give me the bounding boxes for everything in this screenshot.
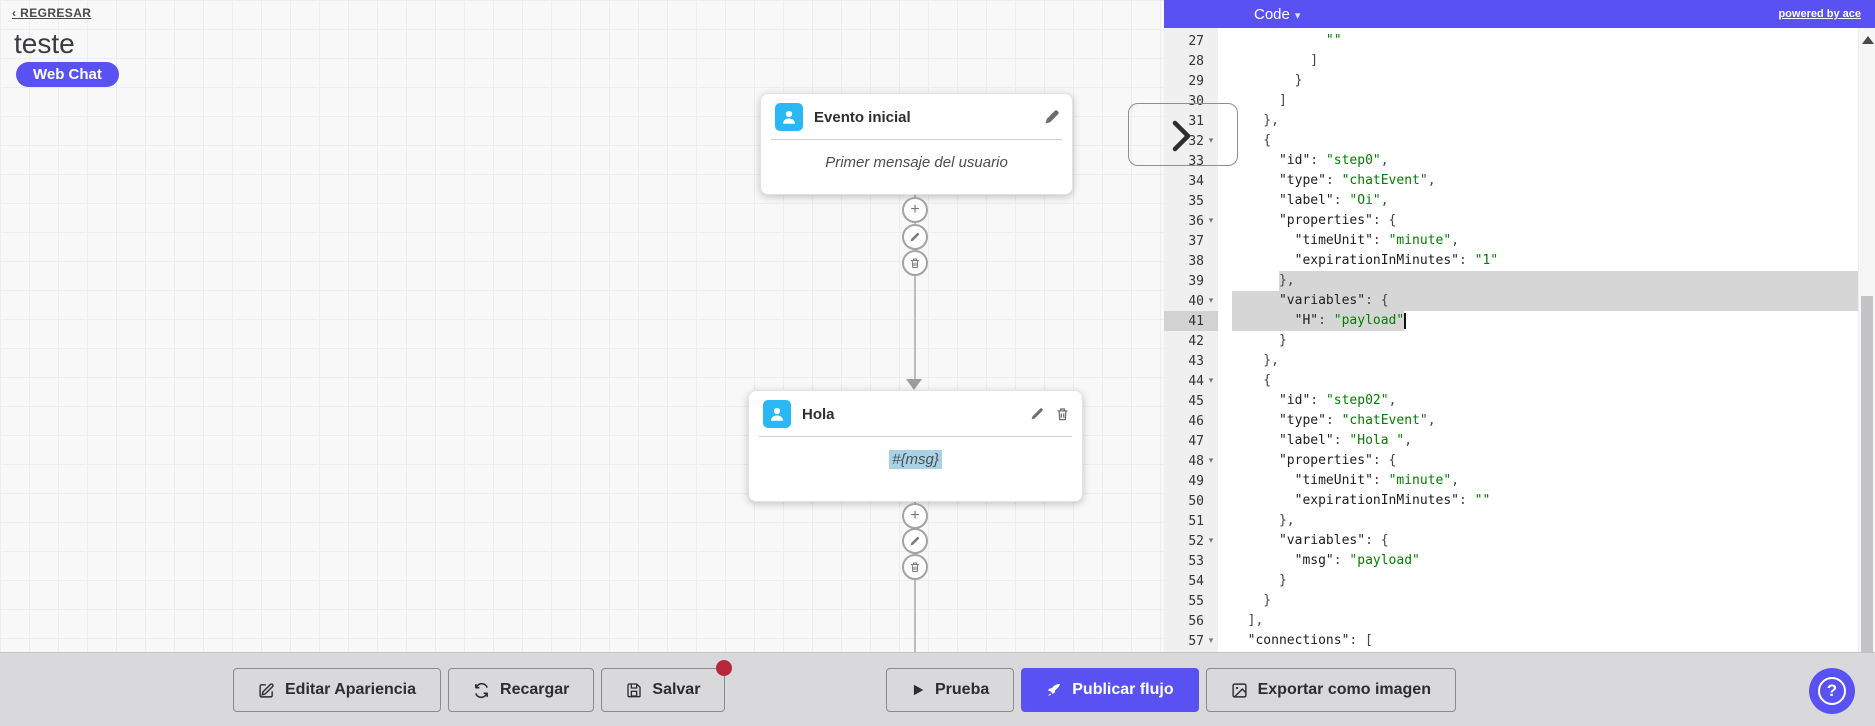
- edit-node-icon[interactable]: [1029, 406, 1045, 422]
- chevron-right-icon: [1172, 120, 1191, 152]
- node-title: Evento inicial: [814, 108, 911, 126]
- user-avatar-icon: [775, 103, 803, 131]
- edit-appearance-button[interactable]: Editar Apariencia: [233, 668, 442, 712]
- editor-scrollbar[interactable]: [1858, 28, 1875, 652]
- help-button[interactable]: ?: [1809, 668, 1855, 714]
- edit-step-button[interactable]: [902, 528, 928, 554]
- export-image-button[interactable]: Exportar como imagen: [1205, 668, 1456, 712]
- edit-step-button[interactable]: [902, 224, 928, 250]
- save-button[interactable]: Salvar: [601, 660, 733, 712]
- refresh-icon: [475, 682, 488, 698]
- image-icon: [1232, 682, 1247, 698]
- node-body-text: #{msg}: [749, 437, 1082, 484]
- test-button[interactable]: Prueba: [886, 668, 1015, 712]
- collapse-panel-toggle[interactable]: [1128, 103, 1238, 166]
- divider: [759, 436, 1072, 437]
- publish-flow-button[interactable]: Publicar flujo: [1021, 668, 1199, 712]
- code-mode-dropdown[interactable]: Code▾: [1254, 5, 1301, 23]
- variable-chip: #{msg}: [889, 450, 942, 469]
- delete-step-button[interactable]: [902, 250, 928, 276]
- powered-by-ace-link[interactable]: powered by ace: [1778, 8, 1861, 20]
- unsaved-changes-badge: [716, 660, 733, 676]
- connector-line: [914, 195, 916, 380]
- code-panel-header: Code▾ powered by ace: [1164, 0, 1875, 28]
- edit-square-icon: [259, 682, 274, 698]
- connector-arrow-icon: [906, 379, 922, 390]
- delete-node-icon[interactable]: [1055, 406, 1070, 422]
- node-evento-inicial[interactable]: Evento inicial Primer mensaje del usuari…: [760, 93, 1073, 195]
- question-mark-icon: ?: [1818, 677, 1846, 705]
- edit-node-icon[interactable]: [1044, 109, 1060, 125]
- flow-canvas[interactable]: ‹ REGRESAR teste Web Chat Evento inicial: [0, 0, 1164, 726]
- node-hola[interactable]: Hola #{msg}: [748, 390, 1083, 502]
- reload-button[interactable]: Salvar Recargar: [448, 668, 595, 712]
- scrollbar-thumb[interactable]: [1861, 296, 1873, 652]
- back-link[interactable]: ‹ REGRESAR: [12, 6, 92, 20]
- scroll-up-icon[interactable]: [1862, 36, 1874, 44]
- add-step-button[interactable]: +: [902, 197, 928, 223]
- rocket-icon: [1048, 684, 1061, 696]
- delete-step-button[interactable]: [902, 554, 928, 580]
- divider: [771, 139, 1062, 140]
- node-body-text: Primer mensaje del usuario: [825, 154, 1008, 171]
- add-step-button[interactable]: +: [902, 503, 928, 529]
- page-title: teste: [14, 28, 75, 59]
- node-title: Hola: [802, 405, 835, 423]
- play-icon: [913, 684, 924, 696]
- bottom-toolbar: Editar Apariencia Salvar Recargar Salvar…: [0, 652, 1875, 726]
- code-lines[interactable]: "" ] } ] }, { "id": "step0", "type": "ch…: [1218, 28, 1875, 668]
- channel-badge: Web Chat: [16, 62, 119, 87]
- user-avatar-icon: [763, 400, 791, 428]
- chevron-down-icon: ▾: [1294, 9, 1301, 22]
- save-icon: [627, 683, 642, 698]
